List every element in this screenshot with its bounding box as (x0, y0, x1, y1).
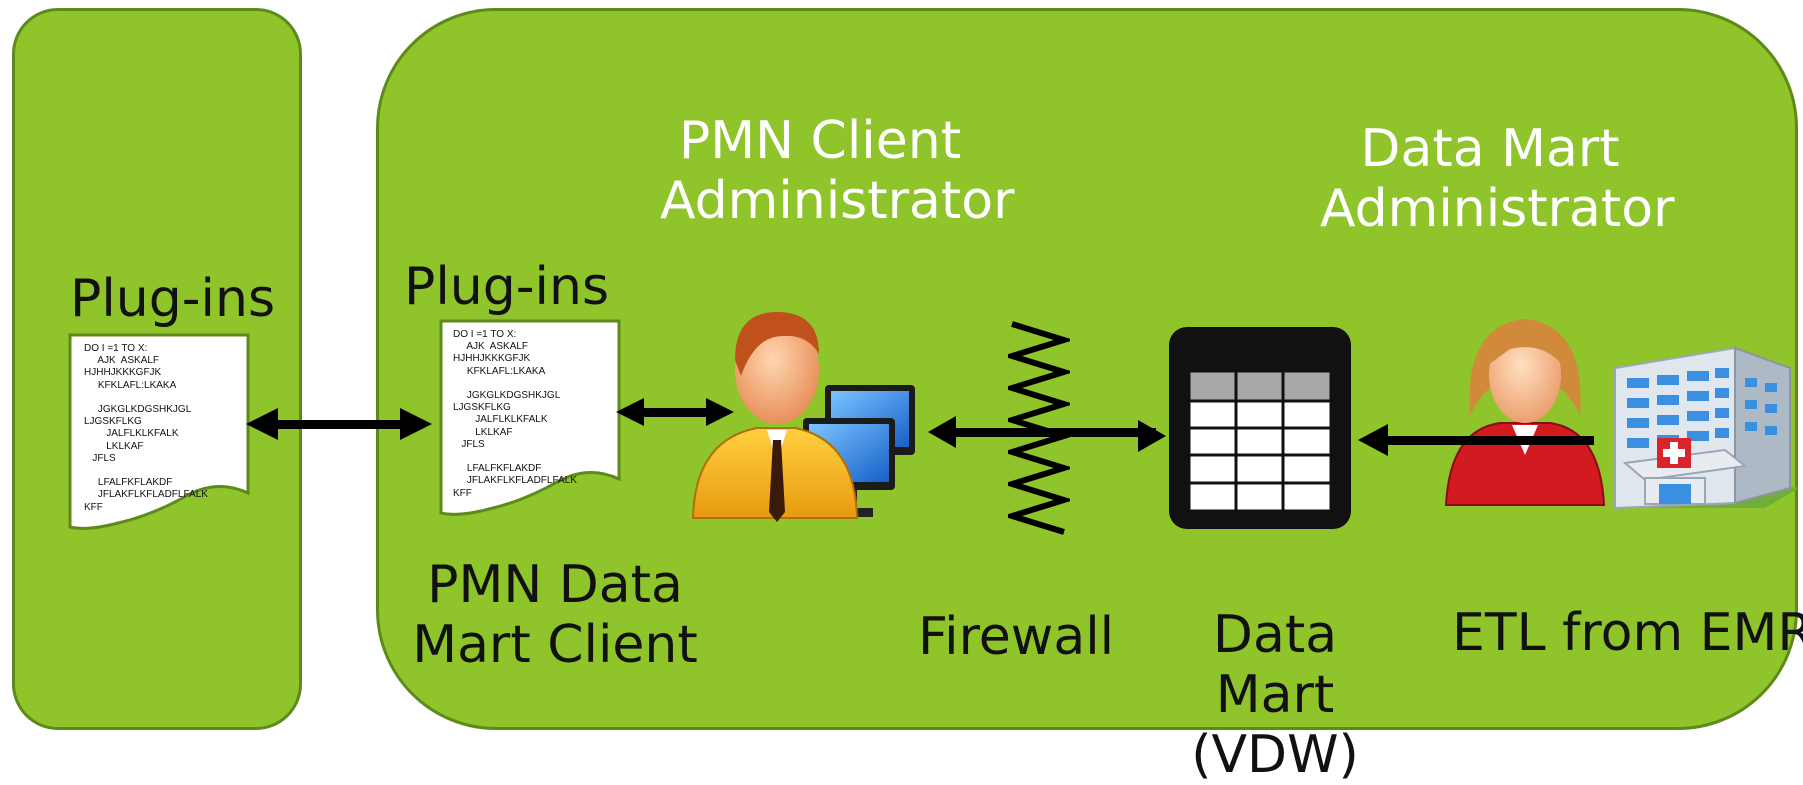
hospital-building-icon (1614, 346, 1799, 510)
main-plugin-document: DO I =1 TO X: AJK ASKALF HJHHJKKKGFJK KF… (439, 319, 621, 527)
connector-arrows (246, 398, 1594, 456)
database-table-icon (1169, 327, 1351, 529)
administrator-with-computers-icon (691, 312, 915, 522)
left-plugin-document: DO I =1 TO X: AJK ASKALF HJHHJKKKGFJK KF… (68, 333, 250, 541)
document-icon (68, 333, 250, 530)
firewall-label: Firewall (918, 607, 1115, 667)
arrow-head-right (400, 408, 432, 440)
etl-from-emr-label: ETL from EMR (1452, 603, 1803, 663)
left-document-code: DO I =1 TO X: AJK ASKALF HJHHJKKKGFJK KF… (84, 343, 208, 513)
main-plugins-label: Plug-ins (404, 257, 610, 317)
document-icon (439, 319, 621, 516)
left-plugins-label: Plug-ins (70, 269, 276, 329)
data-mart-administrator-label: Data Mart Administrator (1320, 119, 1675, 239)
arrow-plugins-exchange-shaft (270, 420, 420, 429)
pmn-data-mart-client-label: PMN Data Mart Client (412, 555, 698, 675)
main-document-code: DO I =1 TO X: AJK ASKALF HJHHJKKKGFJK KF… (453, 329, 577, 499)
pmn-client-administrator-label: PMN Client Administrator (660, 111, 1015, 231)
arrow-head-left (246, 408, 278, 440)
